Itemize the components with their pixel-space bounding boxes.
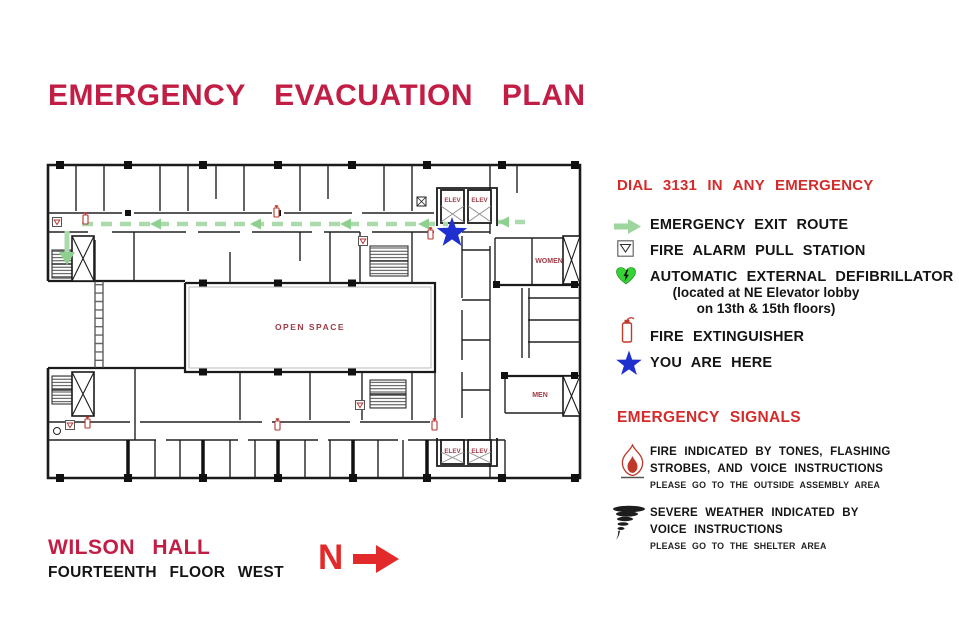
floor-name: FOURTEENTH FLOOR WEST <box>48 564 284 581</box>
columns <box>56 161 579 482</box>
weather-signal-line1: SEVERE WEATHER INDICATED BY <box>650 507 859 519</box>
north-letter: N <box>318 538 344 577</box>
fire-signal-note: PLEASE GO TO THE OUTSIDE ASSEMBLY AREA <box>650 480 881 490</box>
dial-emergency-text: DIAL 3131 IN ANY EMERGENCY <box>617 177 874 194</box>
pull-station-icon <box>617 240 634 257</box>
elevator-lobby <box>436 187 498 467</box>
legend-extinguisher-label: FIRE EXTINGUISHER <box>650 329 805 345</box>
floor-plan: OPEN SPACE ELEV ELEV ELEV ELEV WOMEN MEN <box>46 161 582 482</box>
walkway-rails <box>94 281 104 368</box>
page-title: EMERGENCY EVACUATION PLAN <box>48 79 586 112</box>
core-walls <box>48 279 580 378</box>
legend-aed-sub2: on 13th & 15th floors) <box>696 301 836 316</box>
elev-label: ELEV <box>444 197 461 204</box>
legend-aed-label: AUTOMATIC EXTERNAL DEFIBRILLATOR <box>650 269 954 285</box>
elev-label: ELEV <box>471 197 488 204</box>
legend-you-are-here-label: YOU ARE HERE <box>650 355 773 371</box>
legend-exit-route-label: EMERGENCY EXIT ROUTE <box>650 217 849 233</box>
tornado-icon <box>613 505 645 540</box>
north-arrow-icon <box>353 545 399 573</box>
outer-walls <box>46 163 582 480</box>
mid-walls <box>48 231 490 283</box>
fire-extinguisher-markers <box>82 205 438 431</box>
fire-extinguisher-icon <box>621 317 635 343</box>
elev-label: ELEV <box>471 448 488 455</box>
you-are-here-star <box>436 217 468 246</box>
men-label: MEN <box>532 392 548 399</box>
legend-aed-sub1: (located at NE Elevator lobby <box>672 285 860 300</box>
pull-station-markers <box>52 217 368 430</box>
exit-route-arrow-icon <box>614 219 641 234</box>
weather-signal-note: PLEASE GO TO THE SHELTER AREA <box>650 541 827 551</box>
fire-signal-line1: FIRE INDICATED BY TONES, FLASHING <box>650 446 891 458</box>
open-space-label: OPEN SPACE <box>275 322 345 332</box>
building-name: WILSON HALL <box>48 536 211 559</box>
women-label: WOMEN <box>535 258 563 265</box>
you-are-here-star-icon <box>616 350 642 375</box>
stairs <box>51 245 409 409</box>
bottom-thick-partitions <box>126 440 429 478</box>
flame-icon <box>621 444 644 479</box>
elev-label: ELEV <box>444 448 461 455</box>
aed-heart-icon <box>616 267 636 285</box>
shaft-x <box>71 235 581 417</box>
fixtures <box>53 196 427 435</box>
exit-route <box>59 216 532 265</box>
right-wing-walls <box>434 165 580 478</box>
legend-pull-station-label: FIRE ALARM PULL STATION <box>650 243 866 259</box>
fire-signal-line2: STROBES, AND VOICE INSTRUCTIONS <box>650 463 884 475</box>
open-space-inner <box>188 286 432 369</box>
emergency-signals-heading: EMERGENCY SIGNALS <box>617 409 801 426</box>
weather-signal-line2: VOICE INSTRUCTIONS <box>650 524 783 536</box>
